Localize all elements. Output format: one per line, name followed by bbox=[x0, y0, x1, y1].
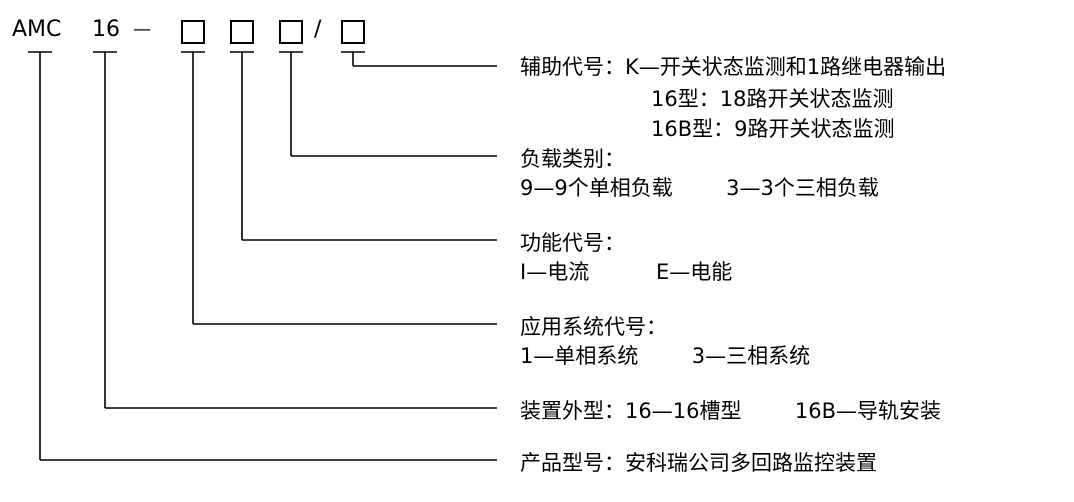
series-code: 16 bbox=[92, 17, 120, 42]
load-type-options: 9—9个单相负载 3—3个三相负载 bbox=[520, 176, 879, 200]
load-type-label: 负载类别： bbox=[520, 147, 625, 171]
product-desc: 产品型号：安科瑞公司多回路监控装置 bbox=[520, 451, 877, 475]
shape-desc: 装置外型：16—16槽型 16B—导轨安装 bbox=[520, 399, 941, 423]
function-code-label: 功能代号： bbox=[520, 231, 625, 255]
system-code-options: 1—单相系统 3—三相系统 bbox=[520, 344, 811, 368]
code-dash: — bbox=[133, 19, 151, 40]
aux-16-desc: 16型：18路开关状态监测 bbox=[651, 87, 894, 111]
system-code-box bbox=[181, 20, 205, 44]
function-code-box bbox=[230, 20, 254, 44]
code-slash: / bbox=[314, 17, 322, 42]
aux-code-box bbox=[341, 20, 365, 44]
aux-code-desc: 辅助代号：K—开关状态监测和1路继电器输出 bbox=[520, 55, 947, 79]
load-code-box bbox=[279, 20, 303, 44]
function-code-options: I—电流 E—电能 bbox=[520, 260, 733, 284]
system-code-label: 应用系统代号： bbox=[520, 315, 667, 339]
aux-16b-desc: 16B型：9路开关状态监测 bbox=[651, 117, 895, 141]
model-code: AMC bbox=[12, 17, 62, 42]
